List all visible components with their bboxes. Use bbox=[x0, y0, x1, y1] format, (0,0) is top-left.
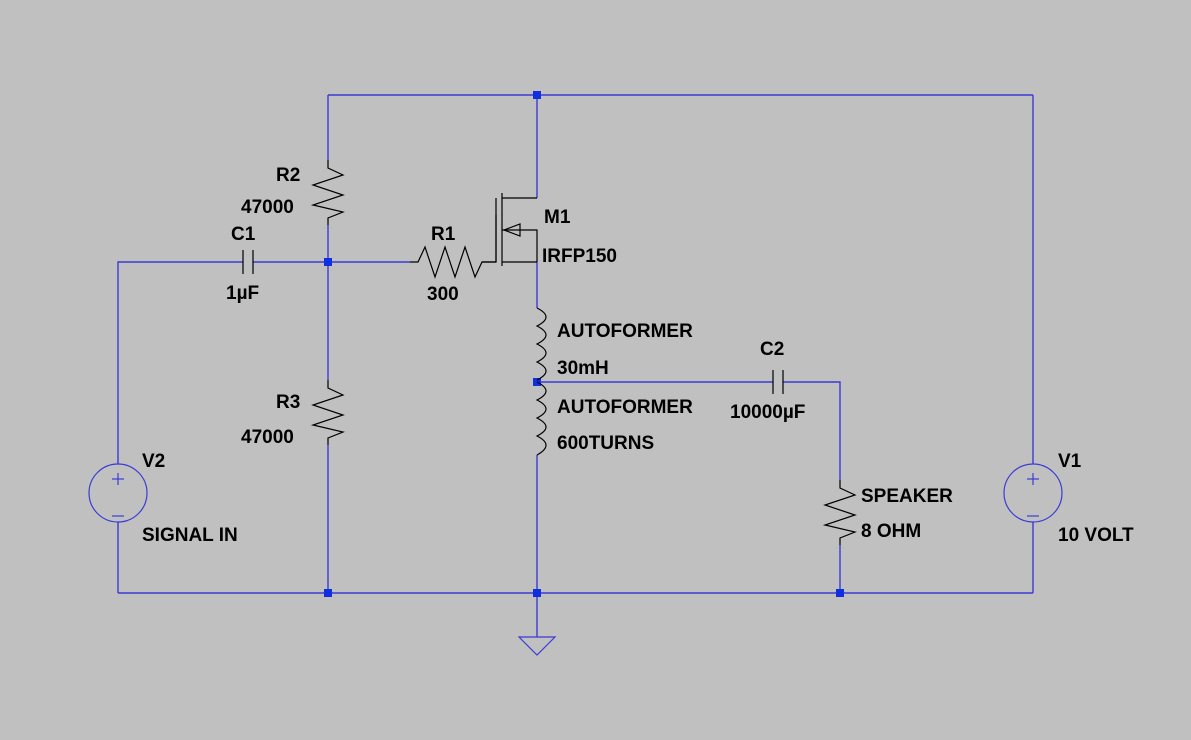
m1-ref-label: M1 bbox=[544, 207, 571, 228]
r2-value-label: 47000 bbox=[241, 197, 294, 218]
m1-value-label: IRFP150 bbox=[542, 246, 617, 267]
r2-ref-label: R2 bbox=[276, 165, 300, 186]
resistor-r3 bbox=[310, 380, 345, 445]
wire-r1-to-gate bbox=[482, 215, 497, 263]
r3-ref-label: R3 bbox=[276, 392, 300, 413]
l1-ref-label: AUTOFORMER bbox=[557, 321, 693, 342]
junction-bottom-ground bbox=[533, 589, 541, 597]
junction-bottom-speaker bbox=[836, 589, 844, 597]
autoformer-inductor bbox=[535, 307, 547, 456]
speaker-resistor bbox=[822, 480, 857, 545]
voltage-source-v1 bbox=[1003, 463, 1063, 523]
c2-value-label: 10000µF bbox=[730, 402, 805, 423]
wire-v2-to-c1 bbox=[117, 261, 243, 464]
l2-value-label: 600TURNS bbox=[557, 433, 654, 454]
wires bbox=[117, 94, 1034, 637]
c1-value-label: 1µF bbox=[226, 283, 259, 304]
c2-ref-label: C2 bbox=[760, 339, 784, 360]
r1-value-label: 300 bbox=[427, 284, 459, 305]
mosfet-m1 bbox=[495, 193, 538, 266]
v2-value-label: SIGNAL IN bbox=[142, 525, 238, 546]
ground-symbol bbox=[517, 636, 557, 656]
v1-value-label: 10 VOLT bbox=[1058, 525, 1134, 546]
junction-bottom-left bbox=[324, 589, 332, 597]
l1-value-label: 30mH bbox=[557, 358, 609, 379]
junction-gate-node bbox=[324, 258, 332, 266]
speaker-ref-label: SPEAKER bbox=[861, 486, 953, 507]
junction-top bbox=[533, 91, 541, 99]
c1-ref-label: C1 bbox=[231, 224, 256, 245]
r3-value-label: 47000 bbox=[241, 427, 294, 448]
r1-ref-label: R1 bbox=[431, 224, 456, 245]
v2-ref-label: V2 bbox=[142, 451, 165, 472]
capacitor-c1 bbox=[242, 250, 254, 274]
voltage-source-v2 bbox=[88, 463, 148, 523]
l2-ref-label: AUTOFORMER bbox=[557, 397, 693, 418]
resistor-r2 bbox=[310, 160, 345, 225]
v1-ref-label: V1 bbox=[1058, 451, 1082, 472]
speaker-value-label: 8 OHM bbox=[861, 521, 921, 542]
capacitor-c2 bbox=[772, 370, 784, 394]
wire-c2-to-speaker bbox=[783, 381, 841, 480]
resistor-r1 bbox=[410, 245, 496, 279]
